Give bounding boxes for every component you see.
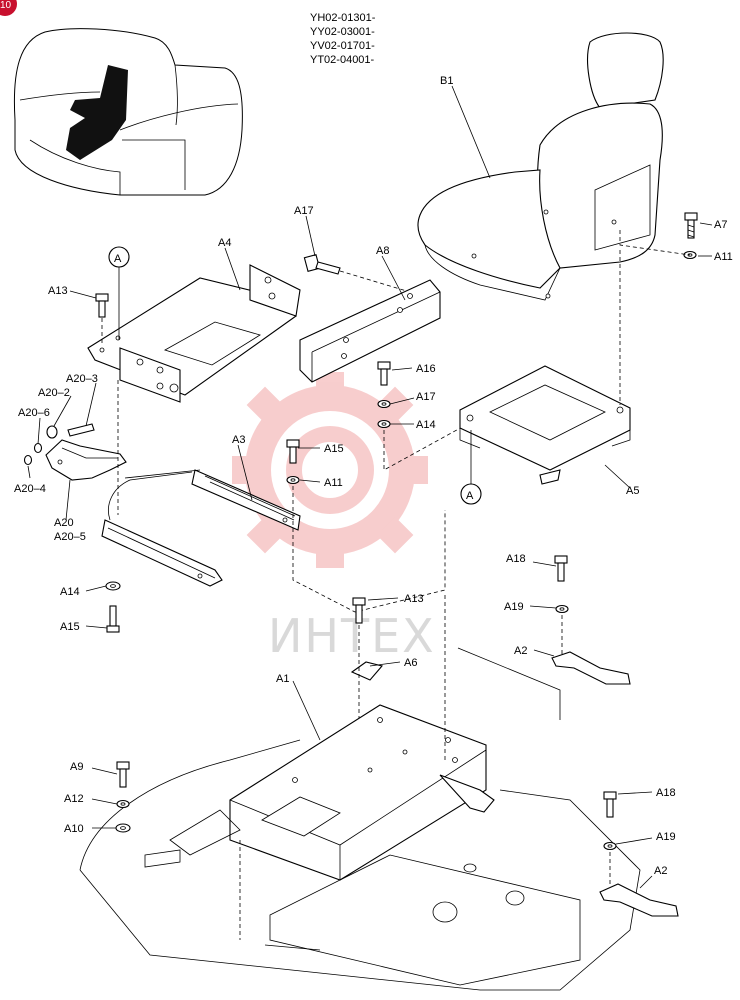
model-code-2: YY02-03001-: [310, 26, 375, 38]
label-a3: A3: [232, 434, 245, 446]
lever-a20: [45, 439, 127, 481]
bolt-a18-top: [554, 555, 568, 582]
plate-a4: [87, 264, 301, 403]
label-a4: A4: [218, 237, 231, 249]
washer-a11-mid: [286, 475, 300, 485]
label-a20-3: A20–3: [66, 373, 98, 385]
label-a15-low: A15: [60, 621, 80, 633]
label-a17-mid: A17: [416, 391, 436, 403]
bolt-a18-low: [603, 791, 617, 818]
label-a5: A5: [626, 485, 639, 497]
label-a18-low: A18: [656, 787, 676, 799]
frame-a5: [459, 365, 631, 485]
leader-lines: [27, 85, 713, 889]
bolt-a16: [377, 361, 391, 386]
label-a1: A1: [276, 673, 289, 685]
label-a14-low: A14: [60, 586, 80, 598]
watermark-logo: [232, 372, 428, 568]
washer-a12: [116, 799, 130, 809]
label-a16: A16: [416, 363, 436, 375]
bracket-a2-low: [599, 883, 679, 917]
callout-a-top-label: A: [114, 253, 122, 265]
model-code-1: YH02-01301-: [310, 12, 376, 24]
washer-a19-low: [603, 841, 617, 851]
page-badge: [0, 0, 17, 16]
label-a20-2: A20–2: [38, 387, 70, 399]
bolt-a15-low: [106, 605, 120, 633]
label-a13-top: A13: [48, 285, 68, 297]
label-a2-top: A2: [514, 645, 527, 657]
callout-a-top: A: [108, 246, 130, 340]
label-a7: A7: [714, 219, 727, 231]
model-code-3: YV02-01701-: [310, 40, 375, 52]
label-a11-mid: A11: [324, 477, 343, 489]
page-badge-number: 10: [0, 0, 12, 11]
washer-a14-mid: [377, 419, 391, 429]
label-a17-top: A17: [294, 205, 314, 217]
label-a10: A10: [64, 823, 84, 835]
model-code-4: YT02-04001-: [310, 54, 375, 66]
bolt-a17-top: [303, 254, 341, 275]
rail-a8: [299, 279, 441, 383]
label-a13-low: A13: [404, 593, 424, 605]
cab-thumbnail: [13, 28, 243, 196]
callout-a-bottom: A: [460, 430, 482, 505]
label-a20-4: A20–4: [14, 483, 46, 495]
label-b1: B1: [440, 75, 453, 87]
washer-a19-top: [555, 604, 569, 614]
washer-a17-mid: [377, 399, 391, 409]
collar-a20-2: [46, 425, 58, 439]
label-a2-low: A2: [654, 865, 667, 877]
callout-a-bottom-label: A: [466, 490, 474, 502]
label-a6: A6: [404, 657, 417, 669]
bracket-a2-top: [551, 651, 631, 685]
label-a19-top: A19: [504, 601, 524, 613]
base-frame-a1: [229, 704, 495, 881]
bolt-a7: [684, 212, 698, 239]
bolt-a13-top: [95, 293, 109, 318]
label-a8: A8: [376, 245, 389, 257]
label-a19-low: A19: [656, 831, 676, 843]
pin-a20-3: [67, 423, 95, 437]
label-a9: A9: [70, 761, 83, 773]
label-a15-mid: A15: [324, 443, 344, 455]
label-a14-mid: A14: [416, 419, 436, 431]
floor-plate: [79, 739, 641, 991]
clip-a6: [350, 661, 383, 681]
part-a20-6: [33, 442, 43, 454]
bolt-a13-low: [352, 597, 366, 624]
watermark-text: ИНТЕХ: [268, 609, 436, 663]
bolt-a9: [116, 761, 130, 788]
label-a20-6: A20–6: [18, 407, 50, 419]
slide-rails-a3: [101, 469, 301, 587]
seat-b1: [417, 32, 664, 301]
label-a18-top: A18: [506, 553, 526, 565]
part-a20-4: [23, 454, 33, 466]
label-a11-seat: A11: [714, 251, 733, 263]
label-a20: A20: [54, 517, 74, 529]
washer-a14-low: [105, 581, 121, 591]
label-a20-5: A20–5: [54, 531, 86, 543]
label-a12: A12: [64, 793, 84, 805]
bolt-a15-mid: [286, 439, 300, 464]
washer-a10: [115, 823, 131, 833]
